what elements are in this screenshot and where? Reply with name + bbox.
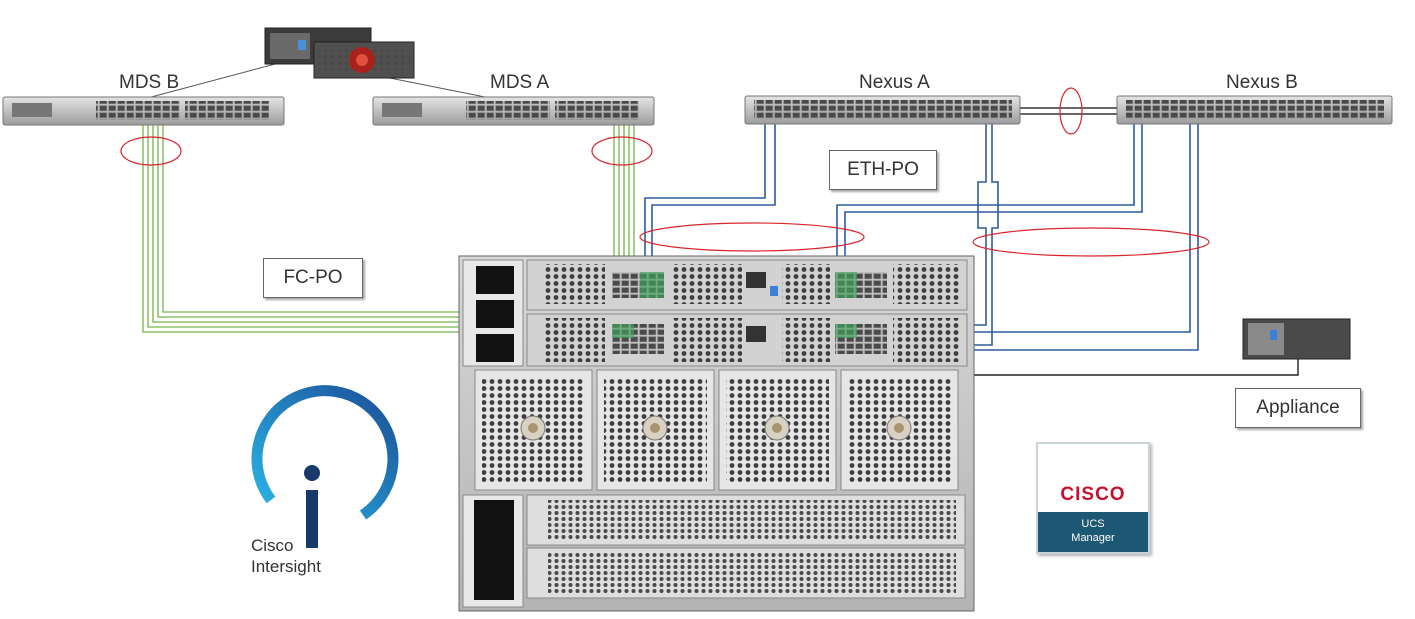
mds-b-switch xyxy=(2,96,285,126)
nexus-a-label: Nexus A xyxy=(859,72,930,93)
intersight-label-line2: Intersight xyxy=(251,557,321,576)
fc-po-label: FC-PO xyxy=(263,258,363,298)
ucs-manager-badge: CISCO UCS Manager xyxy=(1036,442,1150,554)
fabric-interconnect-a xyxy=(526,259,968,311)
fc-links-mds-a xyxy=(613,118,640,273)
mds-a-switch xyxy=(372,96,655,126)
eth-po-marker-a xyxy=(639,222,865,252)
manager-label: Manager xyxy=(1071,532,1115,544)
fc-links-mds-b xyxy=(142,118,548,333)
eth-po-marker-b xyxy=(972,227,1210,257)
appliance-label: Appliance xyxy=(1235,388,1361,428)
ucs-label: UCS xyxy=(1081,518,1105,530)
intersight-label-line1: Cisco xyxy=(251,536,294,555)
mds-a-po-marker xyxy=(591,136,653,166)
ucs-chassis xyxy=(458,255,975,612)
nexus-b-switch xyxy=(1116,95,1393,125)
storage-array xyxy=(139,27,501,101)
chassis-fans xyxy=(474,369,959,491)
nexus-b-label: Nexus B xyxy=(1226,72,1298,93)
nexus-a-switch xyxy=(744,95,1021,125)
nexus-isl xyxy=(1020,107,1118,115)
port-channel-markers xyxy=(120,87,1210,257)
isl-marker xyxy=(1059,87,1083,135)
intersight-label: Cisco Intersight xyxy=(251,535,321,577)
ucs-manager-band: UCS Manager xyxy=(1038,512,1148,552)
mds-b-po-marker xyxy=(120,136,182,166)
mds-a-label: MDS A xyxy=(490,72,550,93)
chassis-blades xyxy=(526,494,966,599)
fabric-interconnect-b xyxy=(526,313,968,367)
appliance-server xyxy=(1242,318,1351,360)
cisco-wordmark: CISCO xyxy=(1060,484,1126,505)
eth-po-label: ETH-PO xyxy=(829,150,937,190)
intersight-logo xyxy=(251,385,399,548)
mds-b-label: MDS B xyxy=(119,72,180,93)
